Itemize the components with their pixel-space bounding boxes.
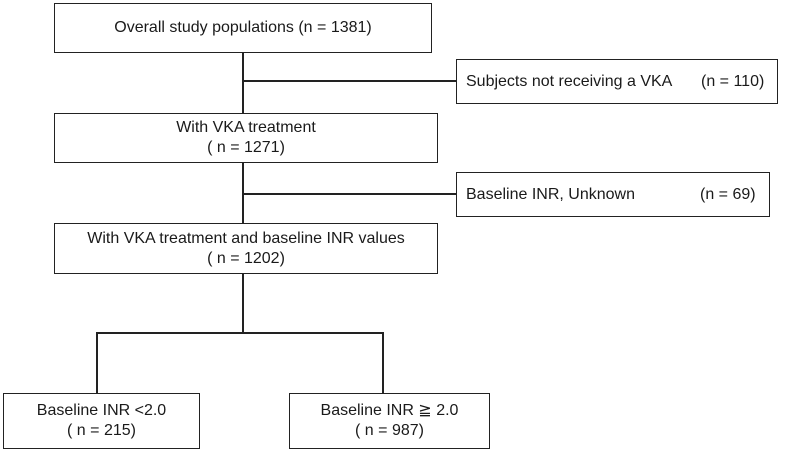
excluded-no-vka-count: (n = 110) <box>701 72 765 90</box>
vka-inr-label: With VKA treatment and baseline INR valu… <box>87 229 405 247</box>
inr-high-count: ( n = 987) <box>355 422 424 439</box>
excluded-unknown-inr-label: Baseline INR, Unknown <box>466 185 635 203</box>
vka-label: With VKA treatment <box>176 119 316 136</box>
connector-vka-inr-down <box>242 273 244 333</box>
inr-high-label: Baseline INR ≧ 2.0 <box>320 402 459 419</box>
excluded-unknown-inr-count: (n = 69) <box>700 185 756 203</box>
box-baseline-inr-below-2: Baseline INR <2.0 ( n = 215) <box>3 393 200 449</box>
box-excluded-no-vka: Subjects not receiving a VKA (n = 110) <box>456 59 778 104</box>
inr-low-count: ( n = 215) <box>67 422 136 439</box>
connector-vka-to-vka-inr <box>242 162 244 223</box>
box-baseline-inr-2-or-above: Baseline INR ≧ 2.0 ( n = 987) <box>289 393 490 449</box>
excluded-no-vka-label: Subjects not receiving a VKA <box>466 72 673 90</box>
inr-low-label: Baseline INR <2.0 <box>36 402 167 419</box>
box-vka-and-baseline-inr: With VKA treatment and baseline INR valu… <box>54 223 438 274</box>
vka-count: ( n = 1271) <box>207 139 285 156</box>
box-with-vka-treatment: With VKA treatment ( n = 1271) <box>54 113 438 163</box>
overall-label: Overall study populations (n = 1381) <box>114 19 372 36</box>
box-excluded-unknown-inr: Baseline INR, Unknown (n = 69) <box>456 172 770 217</box>
connector-to-excluded-unknown-inr <box>242 193 456 195</box>
connector-overall-to-vka <box>242 52 244 113</box>
connector-to-inr-low <box>96 332 98 393</box>
connector-to-excluded-no-vka <box>242 80 456 82</box>
box-overall-study-population: Overall study populations (n = 1381) <box>54 3 432 53</box>
connector-to-inr-high <box>382 332 384 393</box>
vka-inr-count: ( n = 1202) <box>207 249 285 267</box>
connector-split-horizontal <box>96 332 383 334</box>
